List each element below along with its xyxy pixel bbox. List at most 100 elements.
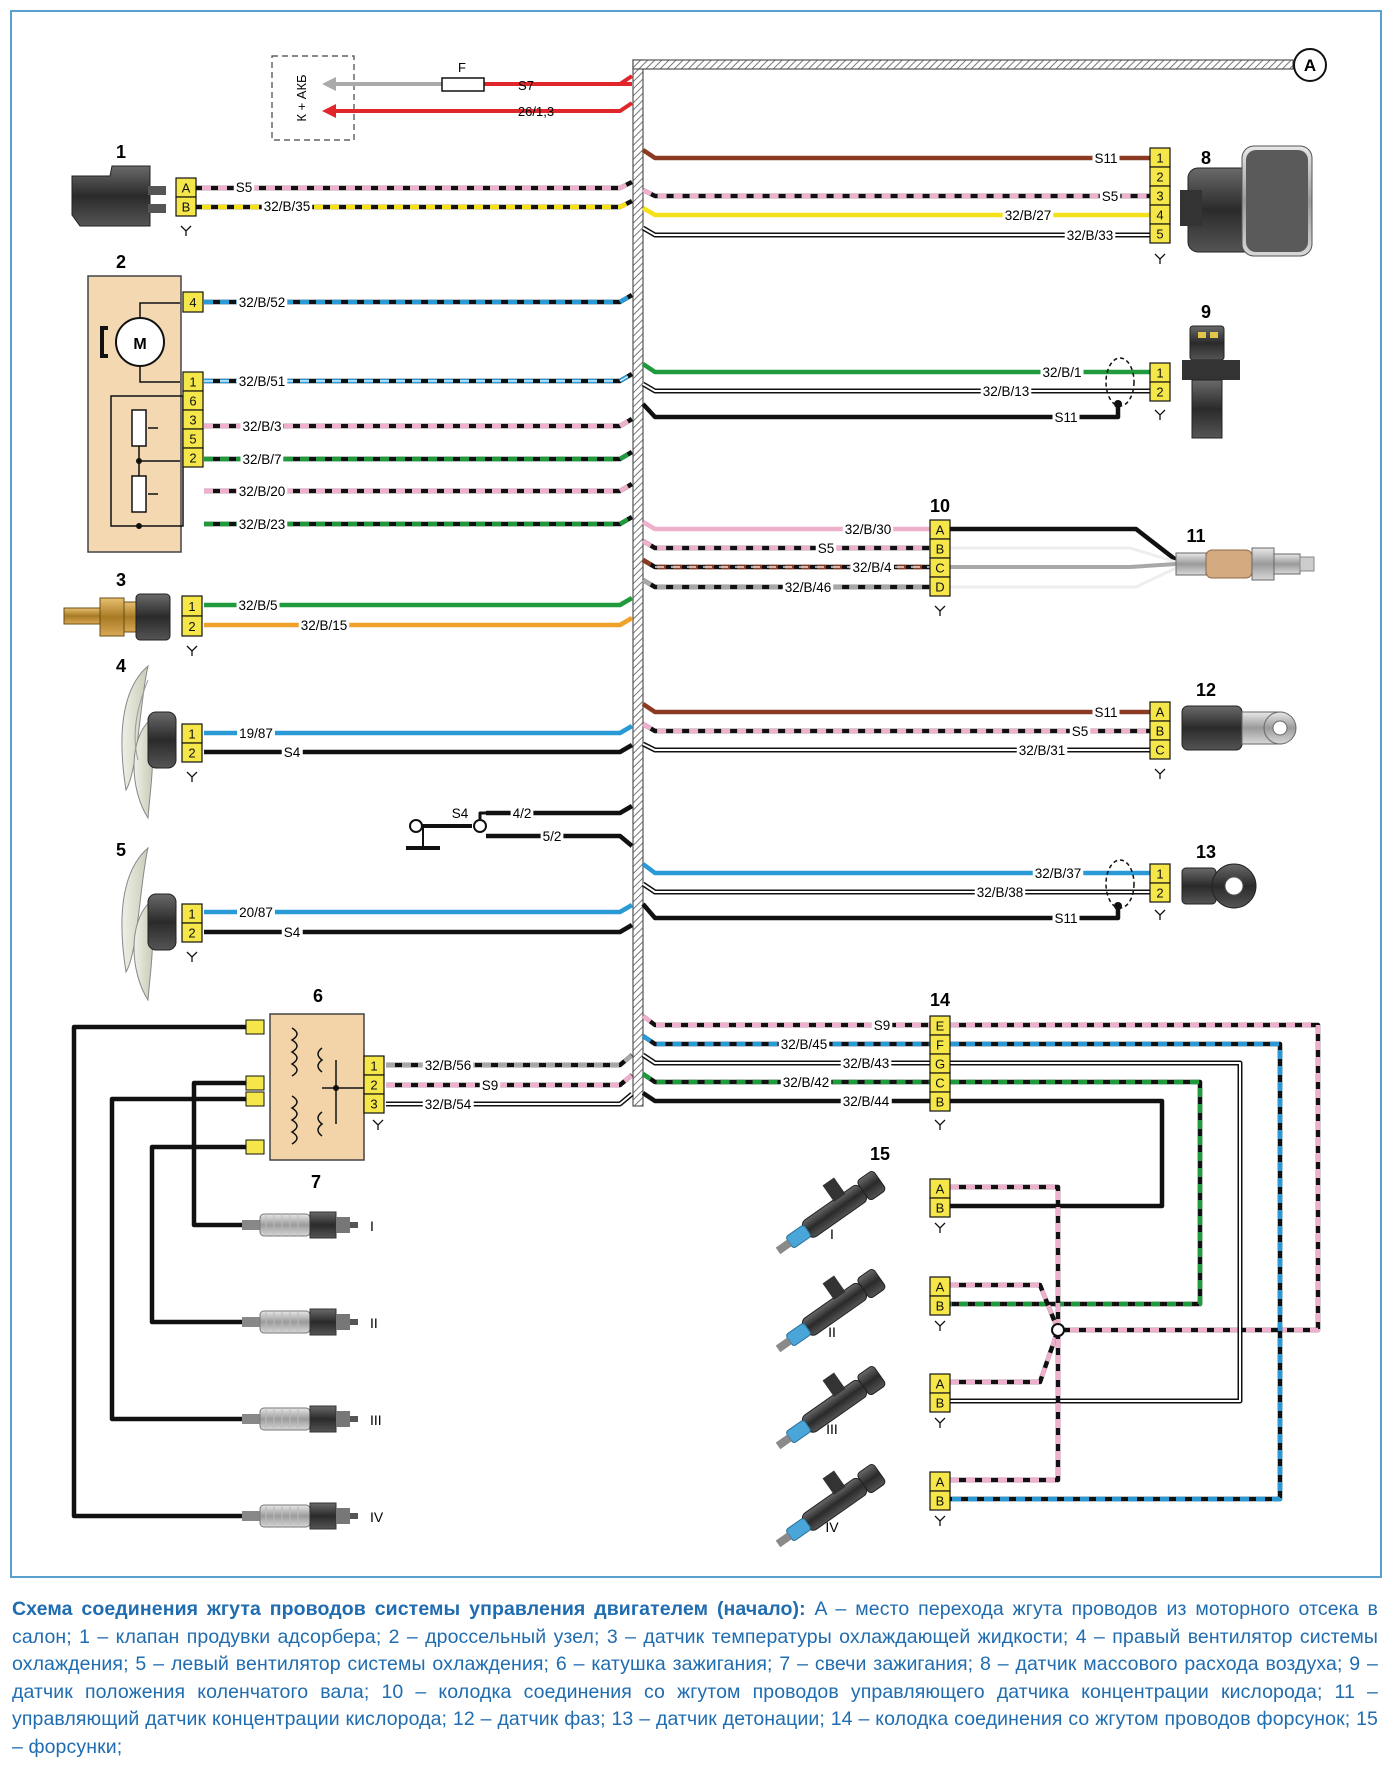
throttle-connector-pin [182, 447, 204, 468]
wire-c2-stripe [204, 482, 634, 494]
injector-connector-4-pin-label: A [936, 1475, 945, 1490]
svg-text:2: 2 [116, 252, 126, 272]
spark-plugs-num: 7 [311, 1172, 321, 1192]
right-cooling-fan: 4 [116, 656, 177, 820]
connector-symbol [180, 225, 192, 236]
inj-iii-b-core [950, 1062, 1241, 1402]
diagram-frame [10, 10, 1382, 1578]
knock-connector-pin-label: 2 [1156, 886, 1163, 901]
inj-i-a [950, 1184, 1061, 1330]
hv-lead-i [191, 1080, 246, 1228]
inj-iii-b [950, 1060, 1243, 1404]
wire-32b15 [204, 616, 634, 628]
fan-left-connector-pin [181, 922, 203, 943]
coolant-connector-pin [181, 615, 203, 637]
oxygen-sensor: 11 [1175, 526, 1315, 581]
phase-connector-pin [1149, 739, 1171, 760]
wire-ground-link [478, 811, 486, 820]
wire-c2-stripe [204, 417, 634, 429]
wire-s9-c6-stripe [386, 1073, 634, 1088]
injector-connector-4: AB [929, 1471, 951, 1511]
wire-c2-stripe [204, 373, 633, 382]
spark-plug-3: III [242, 1405, 382, 1433]
coolant-connector: 12 [181, 595, 203, 637]
wire-label: 32/B/42 [783, 1075, 830, 1090]
wire-label: S5 [236, 180, 253, 195]
throttle-connector-pin-label: 3 [189, 413, 196, 428]
wire-label: S11 [1054, 911, 1077, 926]
wire-label: S5 [1072, 724, 1089, 739]
hv-lead-ii [149, 1144, 246, 1325]
phase-connector-pin-label: B [1156, 724, 1165, 739]
wire-s9-c14-stripe [641, 1014, 930, 1028]
fuel-injector-3 [775, 1366, 886, 1450]
fan-right-connector-pin [181, 742, 203, 763]
o2-connector-pin-label: B [936, 542, 945, 557]
wire-label: S11 [1054, 410, 1077, 425]
fan-left-connector-pin-label: 2 [188, 926, 195, 941]
throttle-body: 2 M [87, 252, 184, 553]
wire-label: 32/B/56 [425, 1058, 472, 1073]
spark-plug-label: III [370, 1412, 382, 1428]
fan-left-connector-pin-label: 1 [188, 907, 195, 922]
wire-label: 32/B/7 [242, 452, 281, 467]
wire-s11-c9 [641, 402, 1121, 420]
inj-ii-a [950, 1282, 1061, 1331]
wire-s5-c1-stripe [186, 179, 634, 191]
injector-label: III [826, 1421, 838, 1437]
o2-connector-pin-label: D [935, 580, 944, 595]
wire-s11-c12 [641, 702, 1150, 715]
wire-s4-c4 [204, 743, 634, 755]
o2-connector-pin-label: A [936, 523, 945, 538]
crank-connector-pin-label: 1 [1156, 366, 1163, 381]
injector-connector-2-pin-label: A [936, 1280, 945, 1295]
wire-32b46-stripe [641, 578, 930, 590]
wire-c2-stripe [204, 450, 634, 462]
injector-harness-connector-pin-label: C [935, 1076, 944, 1091]
svg-text:A: A [1304, 56, 1316, 75]
wire-26-label: 26/1,3 [518, 104, 554, 119]
maf-connector-pin-label: 3 [1156, 189, 1163, 204]
battery-feed: К + АКБ F S7 26/1,3 [271, 55, 634, 141]
hv-lead-iv [71, 1024, 246, 1519]
wire-label: 32/B/4 [852, 560, 892, 575]
crank-connector: 12 [1149, 362, 1171, 402]
wire-label: 32/B/44 [843, 1094, 890, 1109]
wire-label: 4/2 [513, 806, 532, 821]
injector-connector-1-pin [929, 1197, 951, 1218]
svg-text:F: F [458, 60, 466, 75]
wire-label: S4 [284, 925, 301, 940]
coolant-temperature-sensor: 3 [63, 570, 171, 641]
connector-symbol [934, 1417, 946, 1428]
injector-label: II [828, 1324, 836, 1340]
injector-connector-3-pin-label: A [936, 1377, 945, 1392]
wire-label: 32/B/52 [239, 295, 286, 310]
wire-c2-stripe [204, 515, 634, 527]
injector-connector-1-pin-label: B [936, 1201, 945, 1216]
spark-plug-2: II [242, 1308, 378, 1336]
wire-label: 32/B/46 [785, 580, 832, 595]
o2-lead-black [950, 526, 1178, 562]
spark-plug-label: I [370, 1218, 374, 1234]
knock-connector: 12 [1149, 863, 1171, 903]
wiring-diagram: A К + АКБ F S7 26/1,3 1 2 M [63, 48, 1327, 1548]
phase-sensor: 12 [1181, 680, 1297, 751]
inj-iii-a [950, 1329, 1061, 1385]
wire-s4-c5 [204, 923, 634, 935]
knock-connector-pin-label: 1 [1156, 867, 1163, 882]
wire-label: S11 [1094, 705, 1117, 720]
junction-a: A [1293, 48, 1327, 82]
wire-label: 32/B/45 [781, 1037, 828, 1052]
injector-harness-connector-pin-label: E [936, 1019, 945, 1034]
battery-label: К + АКБ [294, 74, 309, 121]
svg-text:13: 13 [1196, 842, 1216, 862]
svg-text:M: M [133, 336, 146, 353]
wire-32b56-stripe [386, 1053, 634, 1068]
wire-label: 32/B/35 [264, 199, 311, 214]
svg-text:8: 8 [1201, 148, 1211, 168]
injector-connector-2-pin [929, 1295, 951, 1316]
wire-5-2 [486, 833, 634, 848]
svg-text:5: 5 [116, 840, 126, 860]
fuel-injector-4 [775, 1464, 886, 1548]
connector-symbol [934, 1515, 946, 1526]
